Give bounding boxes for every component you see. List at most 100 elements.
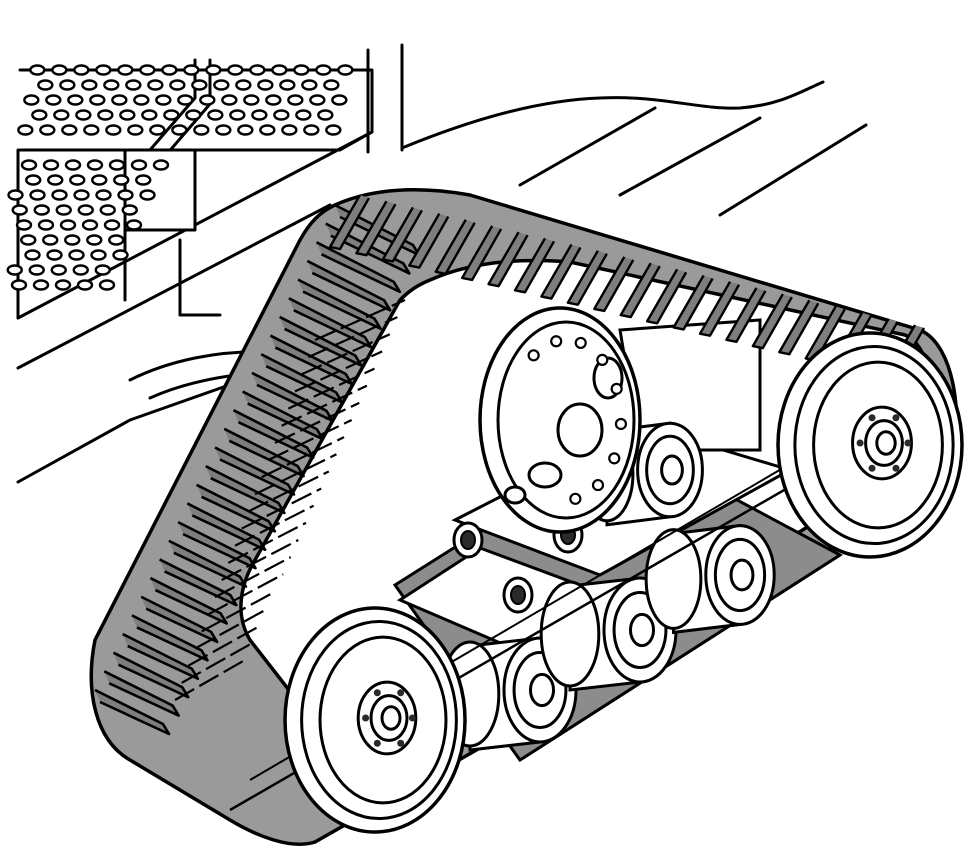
track-inner-rib [194, 607, 269, 650]
perforation-hole [117, 189, 134, 201]
perforation-hole [6, 264, 23, 276]
wheel-bolt [373, 739, 381, 747]
fender-curve [400, 80, 825, 150]
track-tread-lug [112, 651, 190, 699]
mid-roller-visible [539, 576, 678, 692]
sprocket-bolt-hole [550, 335, 563, 348]
frame-beam-lower [16, 203, 332, 370]
perforation-hole [121, 204, 138, 216]
perforation-hole [207, 109, 224, 121]
perforation-hole [89, 94, 106, 106]
wheel-bolt [868, 464, 876, 472]
perforation-hole [125, 79, 142, 91]
track-top-lug [751, 293, 793, 350]
track-tread-lug [94, 688, 171, 736]
perforation-hole [46, 249, 63, 261]
perforation-hole [81, 219, 99, 231]
perforation-hole [215, 124, 232, 136]
perforation-hole [135, 174, 152, 186]
sprocket-bolt-hole [591, 478, 605, 492]
perforation-hole [243, 94, 260, 106]
perforation-hole [55, 204, 72, 216]
track-inner-rib [294, 350, 383, 393]
track-tread-lug [131, 614, 209, 662]
track-tread-lug [232, 409, 315, 459]
perforation-hole [309, 94, 326, 106]
sprocket-bolt-hole [610, 382, 623, 395]
perforation-hole [37, 219, 55, 231]
rear-idler-wheel [776, 331, 964, 559]
perforation-hole [163, 109, 180, 121]
track-tread-lug [279, 315, 363, 367]
track-top-lug [434, 219, 476, 275]
wheel-bolt [408, 714, 416, 722]
roller-hub [660, 454, 684, 486]
perforation-hole [33, 204, 50, 216]
track-tread-lug [149, 576, 228, 625]
perforation-hole [227, 64, 244, 76]
track-inner-rib [267, 419, 353, 461]
track-top-lug [328, 194, 371, 251]
perforation-hole [161, 64, 178, 76]
perforation-hole [117, 64, 134, 76]
perforation-hole [86, 234, 103, 246]
perforation-hole [29, 64, 46, 76]
wheel-bolt [868, 414, 876, 422]
perforation-hole [171, 124, 188, 136]
fender-line-2 [618, 116, 762, 197]
perforation-hole [303, 124, 320, 136]
perforation-hole [127, 124, 144, 136]
perforation-hole [112, 249, 129, 261]
perforation-hole [53, 109, 70, 121]
track-inner-rib [227, 521, 307, 564]
track-inner-rib [181, 641, 254, 684]
perforation-hole [29, 189, 46, 201]
track-top-lug [672, 274, 714, 331]
track-top-lug [487, 231, 529, 288]
perforation-hole [149, 124, 166, 136]
perforation-hole [50, 264, 67, 276]
perforation-hole [98, 279, 116, 291]
track-inner-rib [234, 504, 315, 547]
wheel-bolt [362, 714, 370, 722]
track-tread-lug [223, 427, 305, 478]
perforation-hole [90, 249, 107, 261]
wheels [283, 306, 964, 834]
perforation-hole [183, 64, 200, 76]
wheel-bolt [397, 689, 405, 697]
perforation-hole [64, 159, 82, 171]
sprocket-hole [503, 485, 527, 505]
perforation-hole [32, 279, 50, 291]
perforation-hole [73, 64, 90, 76]
track-tread-lug [269, 334, 353, 386]
wheel-rim [793, 344, 955, 546]
perforation-hole [105, 124, 122, 136]
perforation-hole [99, 204, 116, 216]
track-top-lug [381, 206, 423, 263]
perforation-hole [125, 219, 143, 231]
track-inner-rib [174, 659, 246, 701]
sprocket-bolt-hole [569, 492, 582, 505]
perforation-hole [24, 249, 41, 261]
track-inner-rib [274, 401, 360, 444]
track-inner-rib [254, 453, 337, 496]
perforation-hole [139, 189, 156, 201]
perforation-hole [315, 64, 332, 76]
perforation-hole [119, 109, 136, 121]
perforation-hole [59, 219, 77, 231]
perforation-hole [23, 94, 40, 106]
track-top-lug [619, 262, 661, 319]
perforation-hole [337, 64, 354, 76]
perforation-hole [10, 279, 28, 291]
wheel-bolt [904, 439, 912, 447]
roller-hub [528, 672, 556, 708]
perforation-hole [251, 109, 268, 121]
perforation-hole [155, 94, 172, 106]
perforation-hole [271, 64, 288, 76]
roller-rim [512, 651, 568, 729]
perforation-hole [325, 124, 342, 136]
perforation-hole [213, 79, 230, 91]
perforation-hole [265, 94, 282, 106]
